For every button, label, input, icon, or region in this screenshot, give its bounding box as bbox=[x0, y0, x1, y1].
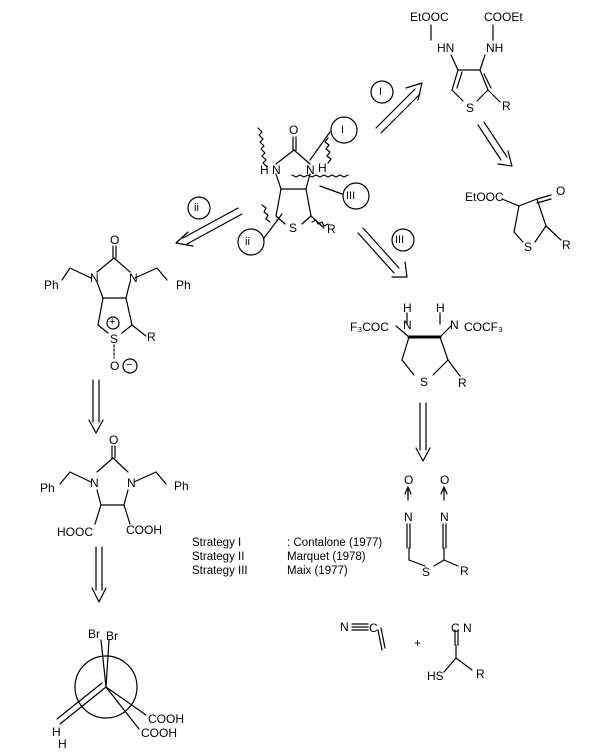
thiophene-hn: HN bbox=[437, 41, 455, 55]
core-label-ii: ii bbox=[245, 236, 250, 248]
arrow-diacid-to-newman bbox=[91, 546, 107, 603]
legend-row: Strategy II Marquet (1978) bbox=[192, 550, 382, 564]
sulfonium-s: S bbox=[110, 332, 119, 346]
mercapto-n: N bbox=[463, 621, 472, 635]
legend-author: : Contalone (1977) bbox=[287, 537, 383, 549]
nitrile-oxide-s: S bbox=[422, 565, 431, 579]
sulfonium-structure bbox=[61, 245, 168, 374]
diacid-acid2: COOH bbox=[126, 523, 162, 537]
newman-acid1: COOH bbox=[148, 712, 184, 726]
diacid-ph2: Ph bbox=[174, 479, 189, 493]
tfa-r: R bbox=[458, 376, 467, 390]
core-label-I: I bbox=[341, 124, 345, 136]
newman-acid2: COOH bbox=[141, 726, 177, 740]
sulfonium-o: O bbox=[110, 233, 120, 247]
mercaptonitrile-structure bbox=[443, 629, 473, 673]
legend-row: Strategy III Maix (1977) bbox=[192, 564, 382, 578]
core-n1-label: N bbox=[272, 163, 281, 177]
tfa-right: COCF₃ bbox=[464, 320, 503, 334]
nitrile-oxide-o2: O bbox=[440, 473, 450, 487]
core-s-label: S bbox=[289, 221, 298, 235]
thiolanone-r: R bbox=[562, 238, 571, 252]
core-r-label: R bbox=[327, 222, 336, 236]
acrylonitrile-n: N bbox=[340, 620, 349, 634]
legend-author: Maix (1977) bbox=[287, 565, 348, 577]
diacid-n2: N bbox=[127, 476, 136, 490]
core-label-III: III bbox=[346, 190, 356, 202]
thiolanone-structure bbox=[501, 194, 562, 243]
legend-label: Strategy III bbox=[192, 565, 248, 577]
arrow-tfa-to-nitrile-oxide bbox=[415, 402, 431, 462]
thiophene-r: R bbox=[502, 99, 511, 113]
nitrile-oxide-structure bbox=[404, 486, 459, 567]
thiolanone-s: S bbox=[524, 240, 533, 254]
plus-sign: + bbox=[414, 636, 422, 650]
nitrile-oxide-o1: O bbox=[404, 473, 414, 487]
sulfonium-o-minus: O bbox=[110, 359, 120, 373]
diacid-structure bbox=[59, 445, 167, 525]
thiophene-ester2: COOEt bbox=[484, 10, 523, 24]
diacid-o: O bbox=[109, 433, 119, 447]
thiophene-structure bbox=[430, 24, 501, 103]
sulfonium-minus: − bbox=[126, 359, 133, 371]
legend-row: Strategy I : Contalone (1977) bbox=[192, 536, 382, 550]
nitrile-oxide-r: R bbox=[460, 564, 469, 578]
sulfonium-ph1: Ph bbox=[44, 278, 59, 292]
legend-author: Marquet (1978) bbox=[287, 551, 366, 563]
legend-label: Strategy I bbox=[192, 537, 242, 549]
diacid-ph1: Ph bbox=[40, 481, 55, 495]
arrow-strategy-III bbox=[357, 227, 415, 278]
acrylonitrile-structure bbox=[351, 623, 386, 651]
tfa-s: S bbox=[420, 375, 429, 389]
tfa-n2: N bbox=[450, 318, 459, 332]
arrow-thiophene-to-thiolanone bbox=[477, 121, 513, 167]
sulfonium-n2: N bbox=[129, 271, 138, 285]
tfa-left: F₃COC bbox=[350, 320, 389, 334]
newman-projection bbox=[56, 639, 147, 730]
diacid-n1: N bbox=[90, 476, 99, 490]
acrylonitrile-c: C bbox=[369, 621, 378, 635]
sulfonium-plus: + bbox=[109, 316, 116, 328]
newman-h1: H bbox=[52, 725, 61, 739]
tfa-h2: H bbox=[436, 301, 445, 315]
thiophene-nh: NH bbox=[486, 41, 504, 55]
sulfonium-r: R bbox=[147, 330, 156, 344]
core-n2-label: N bbox=[306, 163, 315, 177]
nitrile-oxide-n1: N bbox=[404, 510, 413, 524]
arrow-strategy-I bbox=[370, 80, 423, 134]
diacid-acid1: HOOC bbox=[57, 525, 93, 539]
strategy-legend: Strategy I : Contalone (1977) Strategy I… bbox=[192, 536, 382, 578]
arrow-label-ii: ii bbox=[194, 202, 199, 214]
legend-label: Strategy II bbox=[192, 551, 245, 563]
sulfonium-n1: N bbox=[90, 271, 99, 285]
mercapto-c: C bbox=[451, 621, 460, 635]
trifluoroacetamide-structure bbox=[395, 312, 461, 377]
thiophene-ester1: EtOOC bbox=[410, 10, 449, 24]
thiolanone-o: O bbox=[556, 184, 566, 198]
thiophene-s: S bbox=[466, 101, 475, 115]
biotin-core-structure bbox=[237, 116, 370, 256]
core-o-label: O bbox=[289, 123, 299, 137]
tfa-h1: H bbox=[403, 301, 412, 315]
nitrile-oxide-n2: N bbox=[440, 510, 449, 524]
arrow-label-I: I bbox=[379, 86, 383, 98]
arrow-sulfonium-to-diacid bbox=[88, 379, 104, 434]
core-h2-label: H bbox=[318, 161, 327, 175]
thiolanone-ester: EtOOC bbox=[465, 190, 504, 204]
arrow-label-III: III bbox=[395, 234, 405, 246]
arrow-strategy-ii bbox=[175, 196, 243, 247]
newman-br2: Br bbox=[106, 629, 118, 643]
newman-h2: H bbox=[58, 737, 67, 751]
sulfonium-ph2: Ph bbox=[176, 278, 191, 292]
newman-br1: Br bbox=[88, 627, 100, 641]
mercapto-r: R bbox=[476, 667, 485, 681]
mercapto-hs: HS bbox=[427, 669, 444, 683]
core-h1-label: H bbox=[260, 163, 269, 177]
tfa-n1: N bbox=[403, 318, 412, 332]
